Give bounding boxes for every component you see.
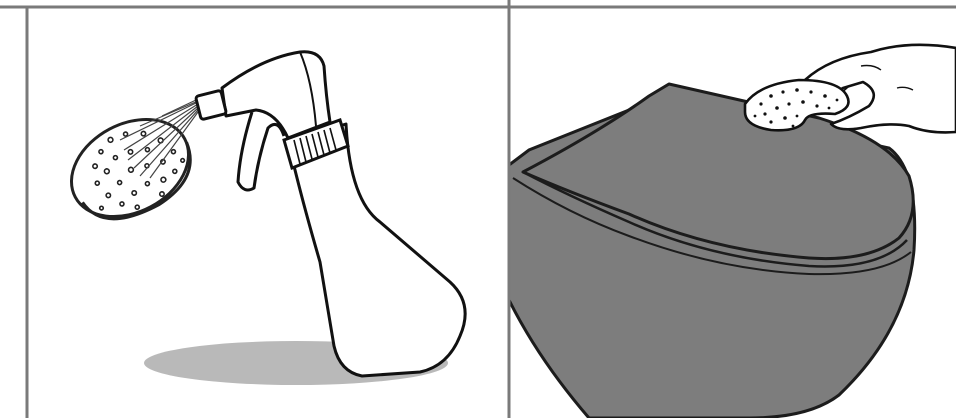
instruction-sheet (0, 0, 956, 418)
panel-frame (0, 0, 956, 418)
